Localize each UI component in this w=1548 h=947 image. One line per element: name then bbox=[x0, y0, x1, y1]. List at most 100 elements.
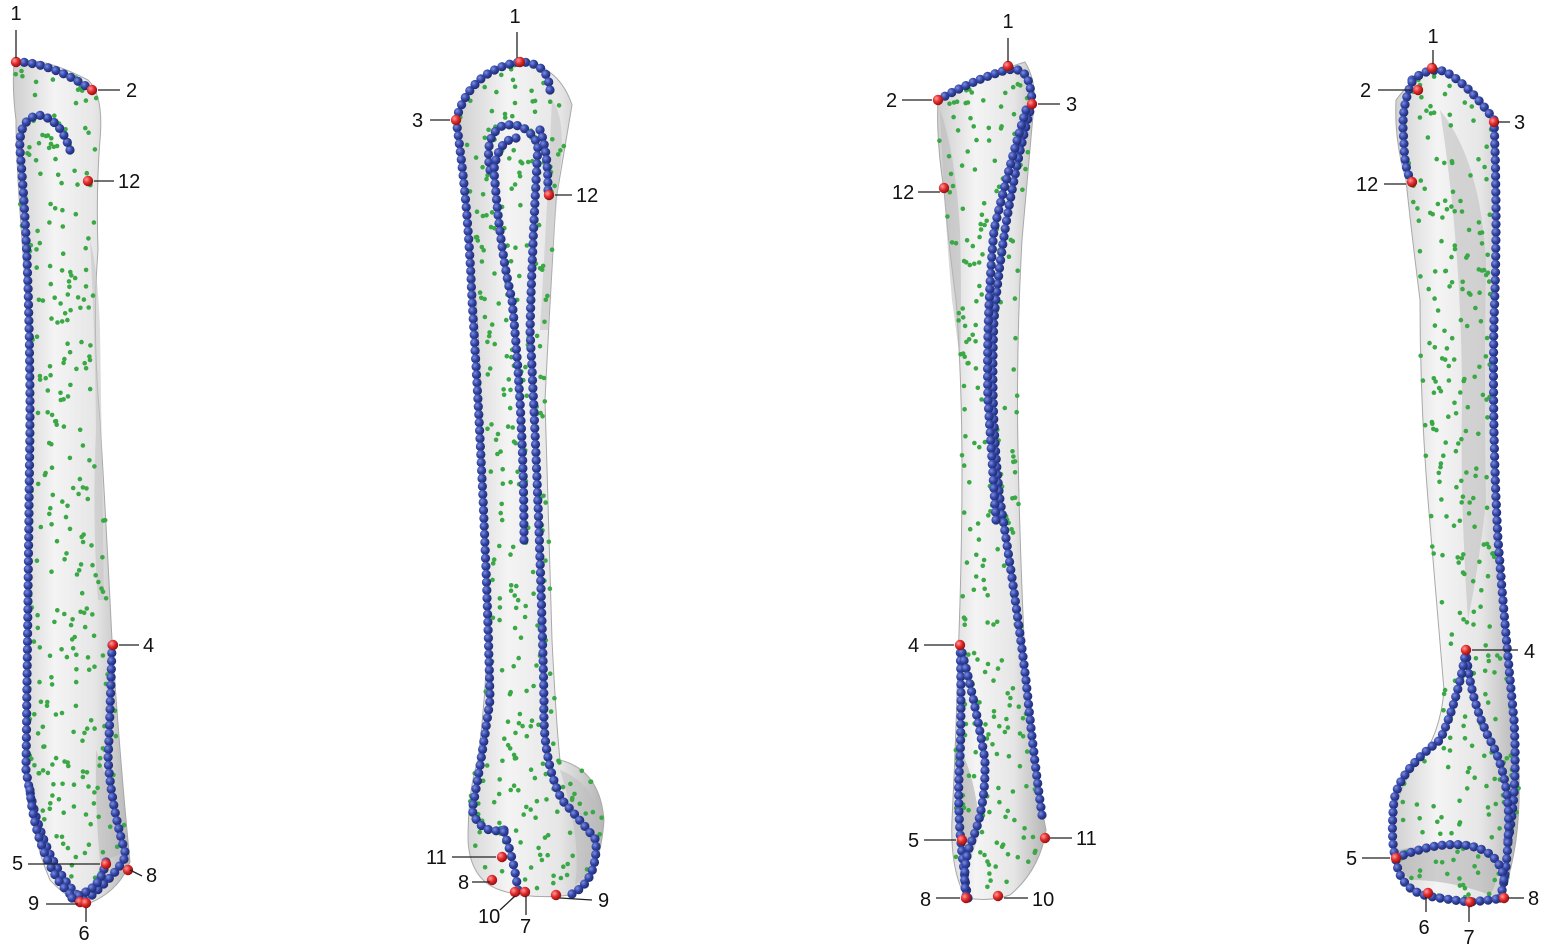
surface-semilandmark bbox=[1467, 291, 1472, 296]
curve-semilandmark bbox=[23, 597, 32, 606]
curve-semilandmark bbox=[1025, 708, 1034, 717]
surface-semilandmark bbox=[101, 850, 106, 855]
surface-semilandmark bbox=[1424, 108, 1429, 113]
surface-semilandmark bbox=[1482, 754, 1487, 759]
surface-semilandmark bbox=[1013, 336, 1018, 341]
surface-semilandmark bbox=[1483, 692, 1488, 697]
curve-semilandmark bbox=[1422, 843, 1431, 852]
fixed-landmark-8 bbox=[123, 865, 133, 875]
surface-semilandmark bbox=[1476, 157, 1481, 162]
surface-semilandmark bbox=[1015, 393, 1020, 398]
surface-semilandmark bbox=[1013, 470, 1018, 475]
landmark-1-label: 1 bbox=[1427, 26, 1438, 48]
curve-semilandmark bbox=[983, 356, 992, 365]
curve-semilandmark bbox=[996, 198, 1005, 207]
curve-semilandmark bbox=[458, 163, 467, 172]
curve-semilandmark bbox=[1490, 292, 1499, 301]
surface-semilandmark bbox=[982, 558, 987, 563]
surface-semilandmark bbox=[483, 136, 488, 141]
surface-semilandmark bbox=[947, 101, 952, 106]
surface-semilandmark bbox=[51, 77, 56, 82]
curve-semilandmark bbox=[1491, 244, 1500, 253]
curve-semilandmark bbox=[481, 562, 490, 571]
surface-semilandmark bbox=[1464, 429, 1469, 434]
surface-semilandmark bbox=[960, 453, 965, 458]
curve-semilandmark bbox=[484, 705, 493, 714]
surface-semilandmark bbox=[963, 434, 968, 439]
curve-semilandmark bbox=[514, 376, 523, 385]
curve-semilandmark bbox=[483, 610, 492, 619]
curve-semilandmark bbox=[1491, 236, 1500, 245]
fixed-landmark-2 bbox=[1413, 85, 1423, 95]
surface-semilandmark bbox=[1442, 746, 1447, 751]
surface-semilandmark bbox=[981, 564, 986, 569]
surface-semilandmark bbox=[78, 477, 83, 482]
surface-semilandmark bbox=[514, 584, 519, 589]
surface-semilandmark bbox=[508, 480, 513, 485]
curve-semilandmark bbox=[1489, 340, 1498, 349]
surface-semilandmark bbox=[973, 167, 978, 172]
surface-semilandmark bbox=[557, 103, 562, 108]
curve-semilandmark bbox=[485, 141, 494, 150]
surface-semilandmark bbox=[1022, 835, 1027, 840]
curve-semilandmark bbox=[532, 456, 541, 465]
curve-semilandmark bbox=[1510, 724, 1519, 733]
curve-semilandmark bbox=[466, 266, 475, 275]
surface-semilandmark bbox=[1462, 377, 1467, 382]
curve-semilandmark bbox=[485, 658, 494, 667]
surface-semilandmark bbox=[507, 377, 512, 382]
curve-semilandmark bbox=[477, 753, 486, 762]
surface-semilandmark bbox=[48, 654, 53, 659]
surface-semilandmark bbox=[512, 783, 517, 788]
curve-semilandmark bbox=[540, 721, 549, 730]
surface-semilandmark bbox=[92, 464, 97, 469]
curve-semilandmark bbox=[16, 156, 25, 165]
curve-semilandmark bbox=[1006, 159, 1015, 168]
curve-semilandmark bbox=[1491, 476, 1500, 485]
surface-semilandmark bbox=[529, 724, 534, 729]
curve-semilandmark bbox=[960, 656, 969, 665]
curve-semilandmark bbox=[987, 253, 996, 262]
surface-semilandmark bbox=[950, 240, 955, 245]
curve-semilandmark bbox=[1510, 740, 1519, 749]
surface-semilandmark bbox=[540, 267, 545, 272]
surface-semilandmark bbox=[1016, 502, 1021, 507]
curve-semilandmark bbox=[513, 361, 522, 370]
curve-semilandmark bbox=[1494, 540, 1503, 549]
curve-semilandmark bbox=[483, 713, 492, 722]
surface-semilandmark bbox=[510, 114, 515, 119]
surface-semilandmark bbox=[1485, 415, 1490, 420]
curve-semilandmark bbox=[954, 799, 963, 808]
curve-semilandmark bbox=[1388, 832, 1397, 841]
curve-semilandmark bbox=[1004, 167, 1013, 176]
curve-semilandmark bbox=[25, 404, 34, 413]
surface-semilandmark bbox=[516, 656, 521, 661]
surface-semilandmark bbox=[1490, 835, 1495, 840]
landmark-8-label: 8 bbox=[458, 872, 469, 894]
curve-semilandmark bbox=[23, 621, 32, 630]
surface-semilandmark bbox=[83, 851, 88, 856]
surface-semilandmark bbox=[1452, 357, 1457, 362]
surface-semilandmark bbox=[973, 323, 978, 328]
surface-semilandmark bbox=[79, 535, 84, 540]
surface-semilandmark bbox=[1455, 555, 1460, 560]
surface-semilandmark bbox=[84, 268, 89, 273]
curve-semilandmark bbox=[21, 228, 30, 237]
curve-semilandmark bbox=[528, 376, 537, 385]
curve-semilandmark bbox=[531, 440, 540, 449]
surface-semilandmark bbox=[980, 252, 985, 257]
surface-semilandmark bbox=[1012, 818, 1017, 823]
curve-semilandmark bbox=[1503, 644, 1512, 653]
surface-semilandmark bbox=[66, 846, 71, 851]
curve-semilandmark bbox=[499, 250, 508, 259]
fixed-landmark-12 bbox=[83, 176, 93, 186]
surface-semilandmark bbox=[996, 786, 1001, 791]
surface-semilandmark bbox=[973, 750, 978, 755]
curve-semilandmark bbox=[104, 745, 113, 754]
curve-semilandmark bbox=[956, 736, 965, 745]
surface-semilandmark bbox=[48, 807, 53, 812]
surface-semilandmark bbox=[71, 730, 76, 735]
curve-semilandmark bbox=[1498, 868, 1507, 877]
surface-semilandmark bbox=[47, 220, 52, 225]
curve-semilandmark bbox=[112, 816, 121, 825]
